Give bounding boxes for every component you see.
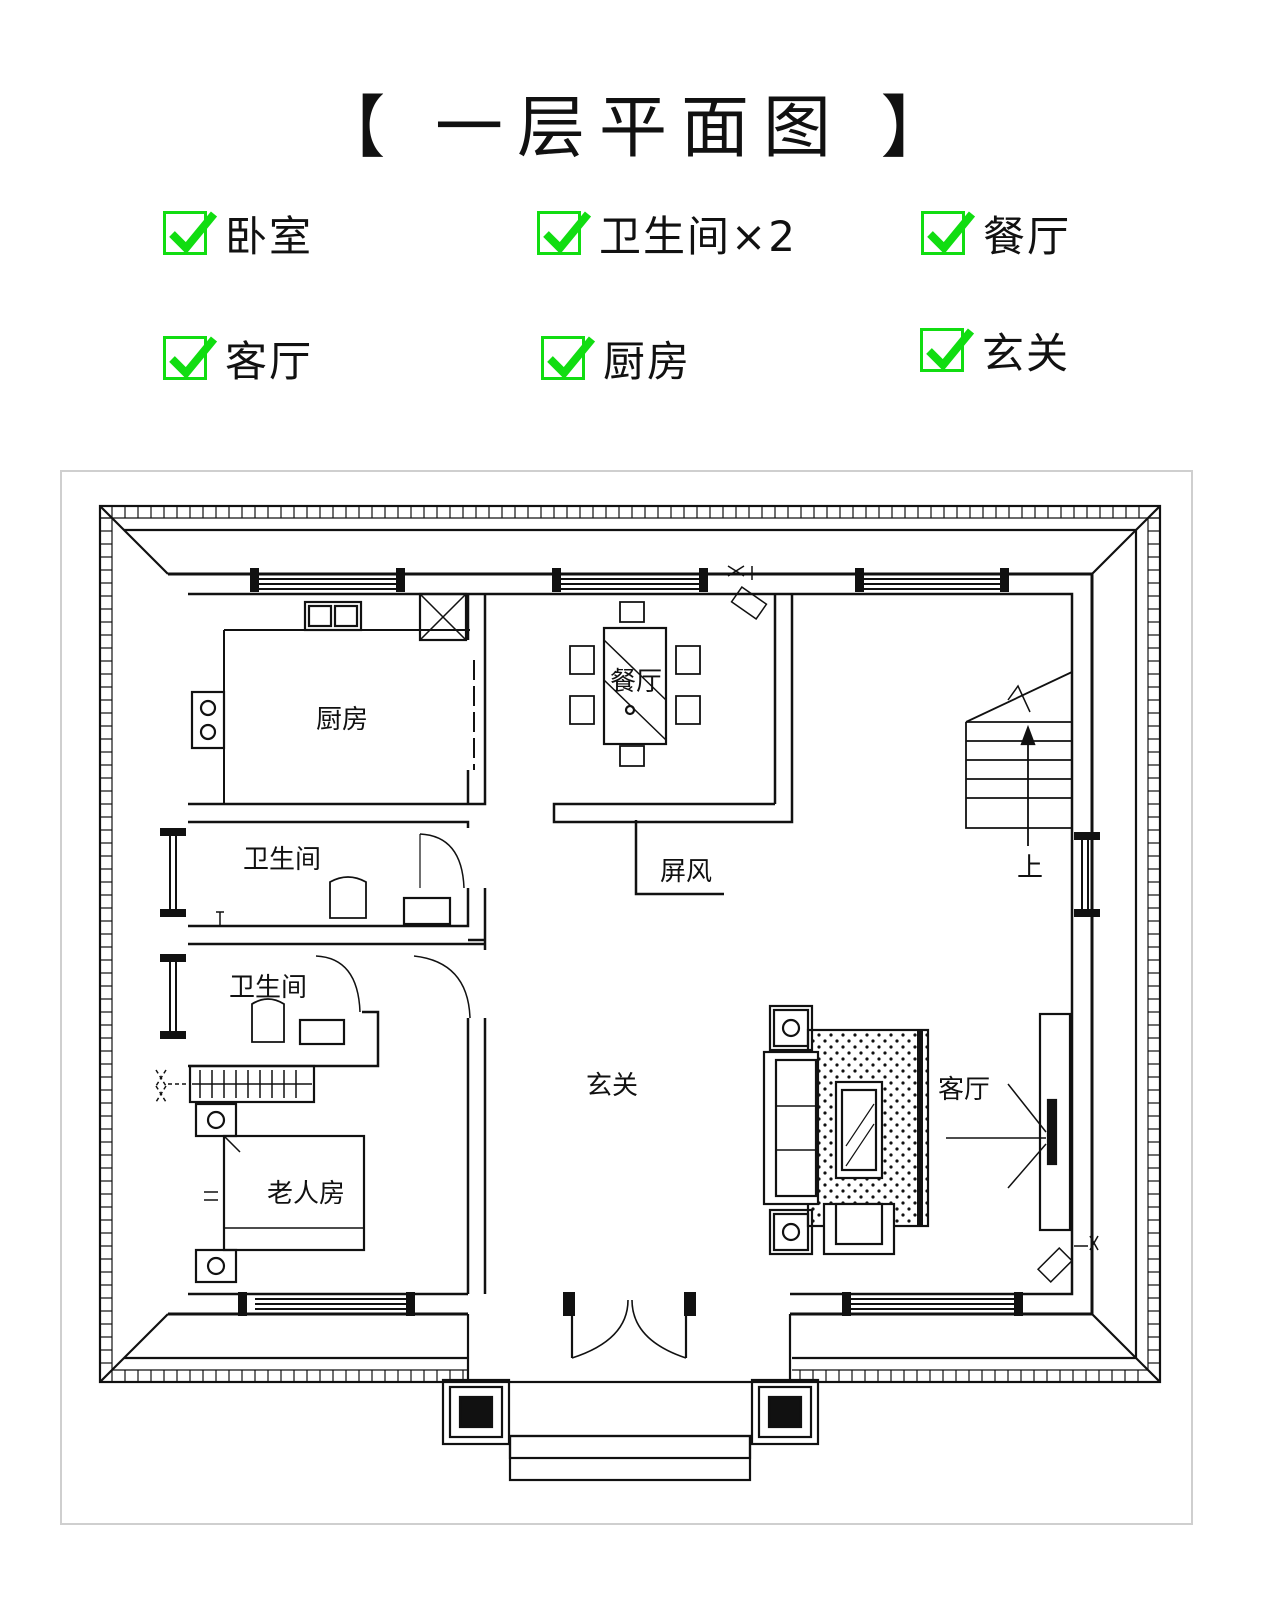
- feature-list: 卧室 卫生间×2 餐厅 客厅 厨房 玄关: [0, 0, 1280, 420]
- feature-label: 玄关: [982, 328, 1071, 378]
- side-table-top: [768, 1004, 814, 1052]
- foyer-door-swing: [413, 955, 471, 1019]
- room-label-kitchen: 厨房: [316, 705, 368, 735]
- bath1-wall: [188, 820, 487, 950]
- bath1-door-swing: [419, 833, 465, 889]
- room-label-screen: 屏风: [660, 857, 712, 887]
- windows-side: [169, 836, 1089, 1031]
- feature-label: 餐厅: [983, 211, 1072, 261]
- bath1-basin: [402, 896, 452, 926]
- floor-plan-frame: [60, 470, 1193, 1525]
- room-label-bath2: 卫生间: [229, 973, 307, 1003]
- feature-item: 厨房: [541, 330, 691, 386]
- room-label-elder-room: 老人房: [267, 1179, 345, 1209]
- bath2-door-swing: [315, 955, 361, 1013]
- checkbox-checked-icon: [537, 211, 592, 255]
- room-label-living: 客厅: [938, 1075, 990, 1105]
- bath2-toilet: [251, 998, 285, 1043]
- side-table-bottom: [768, 1208, 814, 1256]
- feature-item: 客厅: [163, 330, 313, 386]
- feature-label: 卧室: [225, 211, 314, 261]
- checkbox-checked-icon: [163, 211, 218, 255]
- wardrobe: [188, 1064, 316, 1104]
- checkbox-checked-icon: [921, 211, 976, 255]
- feature-label: 客厅: [225, 336, 314, 386]
- feature-item: 餐厅: [921, 205, 1071, 261]
- checkbox-checked-icon: [920, 328, 975, 372]
- exterior-wall-outer: [168, 572, 1094, 1316]
- entrance-walls: [466, 1314, 792, 1382]
- stairs: [965, 721, 1072, 829]
- feature-label: 厨房: [603, 336, 692, 386]
- exterior-wall-inner: [188, 592, 1074, 1296]
- tv: [1046, 1098, 1058, 1166]
- eave-inner-line: [124, 528, 1138, 1360]
- nightstand-bottom: [194, 1248, 238, 1284]
- room-label-bath1: 卫生间: [243, 845, 321, 875]
- bath1-toilet: [329, 876, 367, 919]
- feature-label: 卫生间×2: [599, 211, 797, 261]
- room-label-foyer: 玄关: [586, 1071, 638, 1101]
- ac-unit-symbols: [155, 565, 1099, 1284]
- kitchen-wall: [188, 594, 487, 806]
- front-door-swing: [571, 1299, 687, 1359]
- page-title: 【 一层平面图 】: [317, 89, 963, 168]
- dining-wall: [552, 594, 794, 824]
- windows-top: [255, 578, 1018, 1310]
- bed: [222, 1134, 366, 1252]
- kitchen-flue: [418, 592, 468, 642]
- nightstand-top: [194, 1102, 238, 1138]
- tv-cabinet: [1038, 1012, 1072, 1232]
- kitchen-stove: [190, 690, 226, 750]
- entrance-step-upper: [508, 1434, 752, 1460]
- room-label-dining: 餐厅: [610, 667, 662, 697]
- screen-partition: [634, 820, 724, 896]
- bath2-wall: [188, 942, 487, 1294]
- entrance-column-right: [750, 1378, 820, 1446]
- dining-chairs: [569, 601, 701, 767]
- checkbox-checked-icon: [541, 336, 596, 380]
- feature-item: 卧室: [163, 205, 313, 261]
- eave-outer-line: [98, 504, 1162, 1384]
- bath2-basin: [298, 1018, 346, 1046]
- eave-corner-lines: [99, 505, 1161, 1383]
- entrance-column-left: [441, 1378, 511, 1446]
- stairs-up-label: 上: [1017, 853, 1043, 883]
- dining-table: [602, 626, 668, 746]
- feature-item: 卫生间×2: [537, 205, 797, 261]
- checkbox-checked-icon: [163, 336, 218, 380]
- window-posts: [160, 568, 1100, 1316]
- feature-item: 玄关: [920, 322, 1070, 378]
